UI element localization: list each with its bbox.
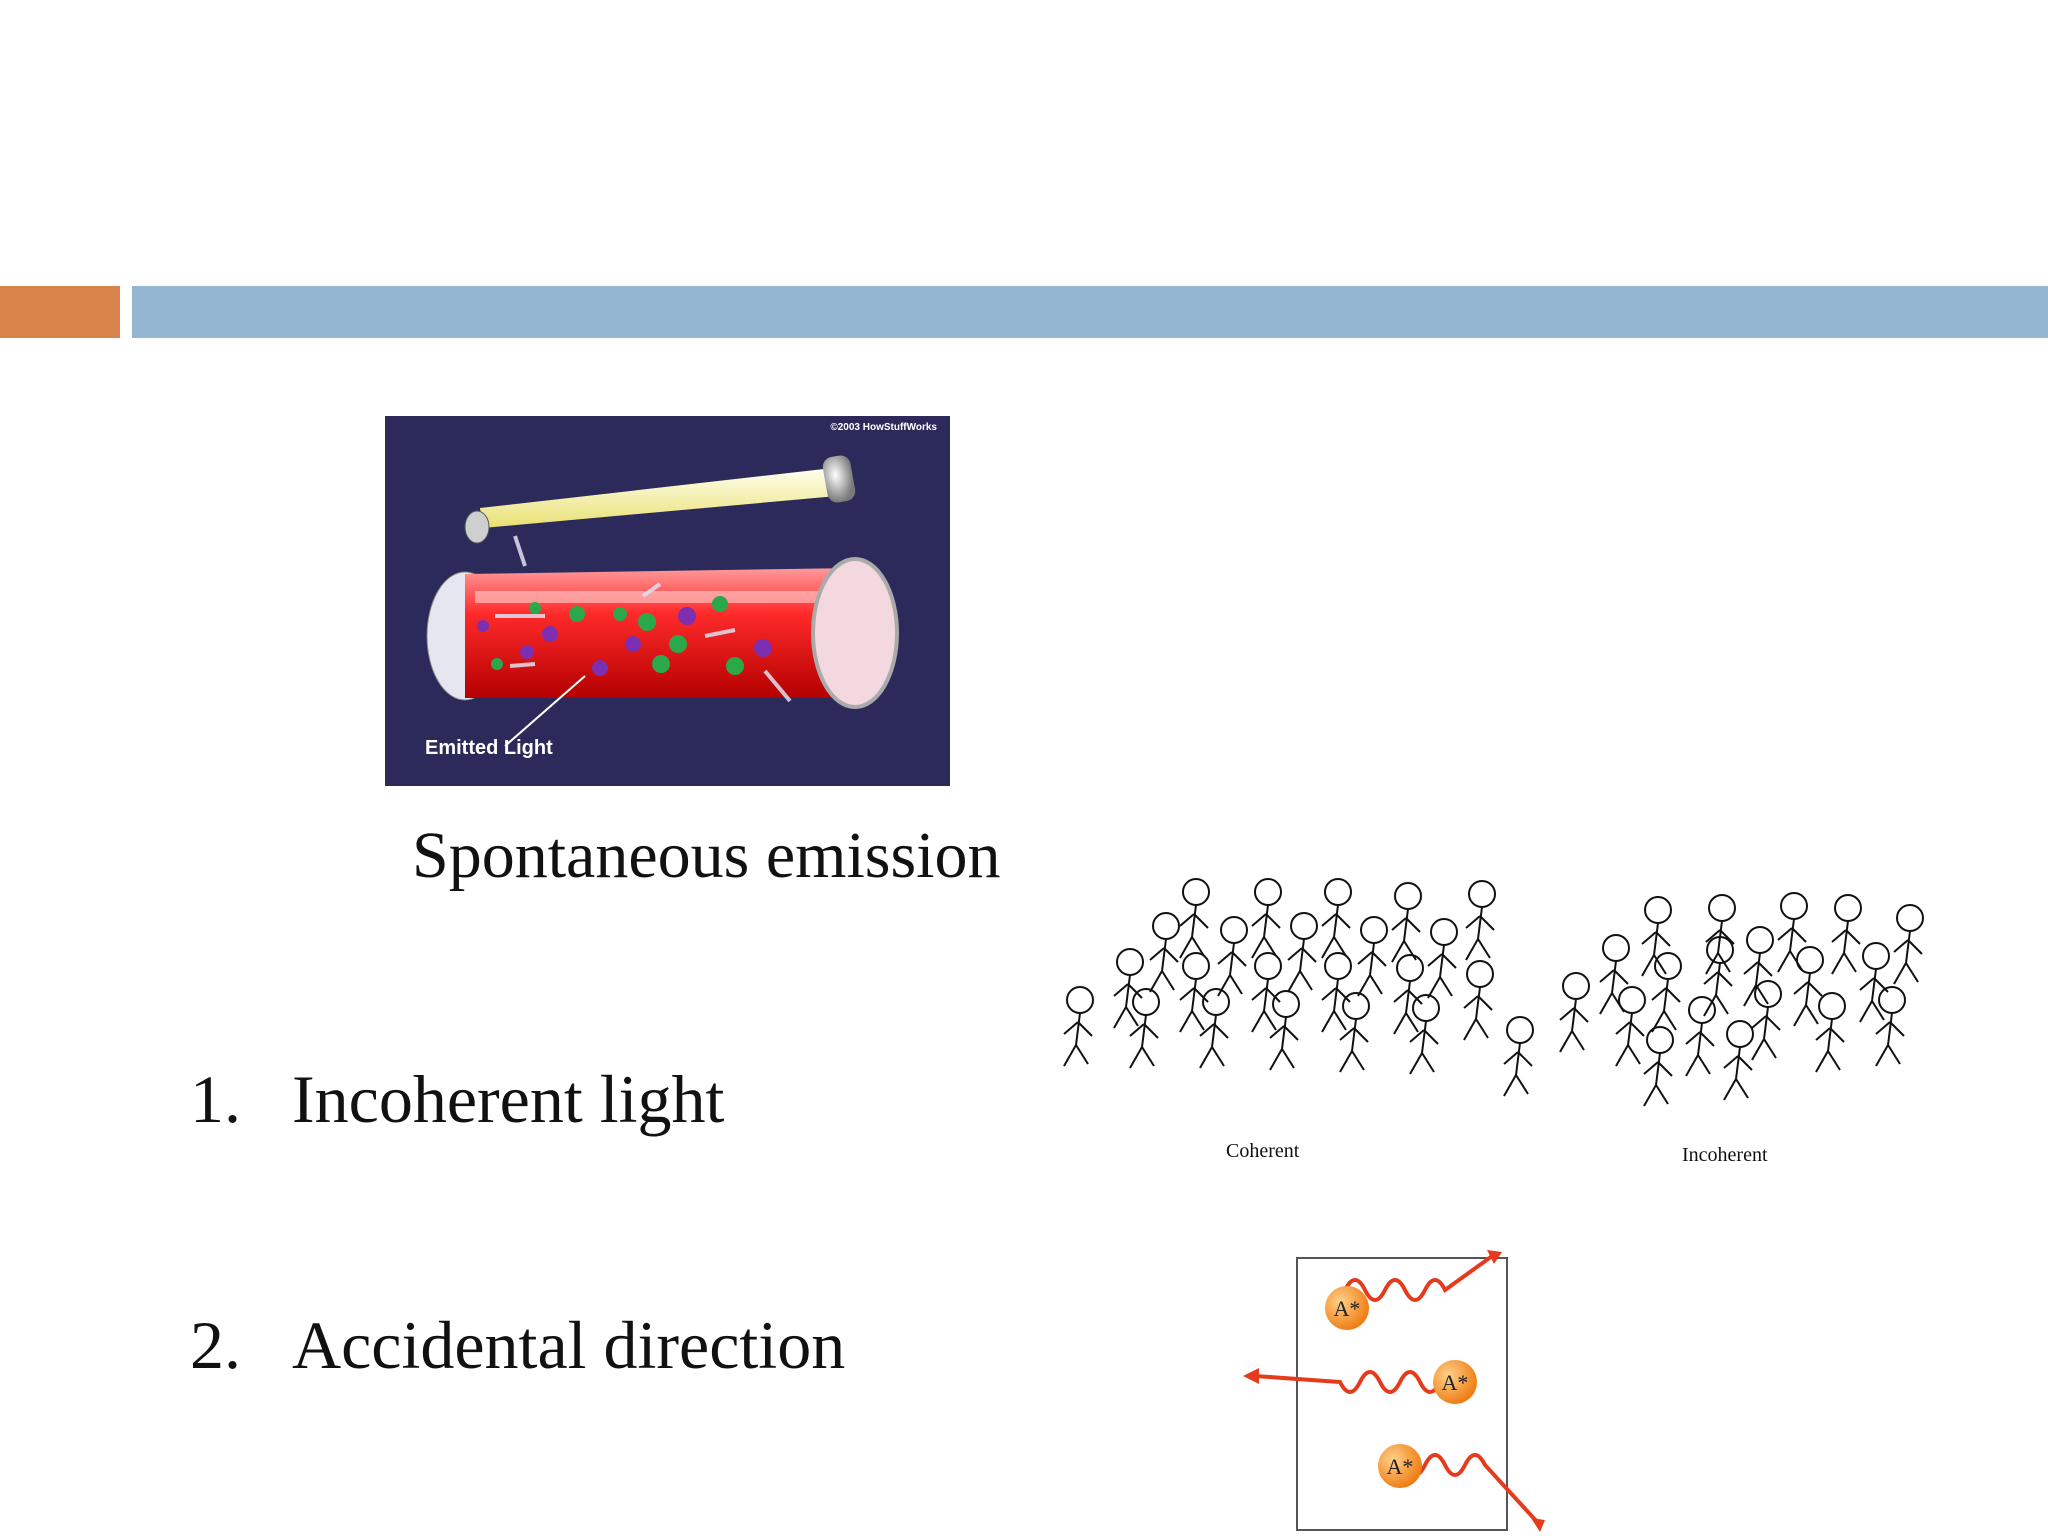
list-text: Incoherent light — [292, 1061, 725, 1137]
stick-figure — [1703, 936, 1734, 1017]
stick-figure — [1651, 952, 1682, 1033]
excited-atom: A* — [1433, 1360, 1477, 1404]
coherent-label: Coherent — [1226, 1140, 1300, 1162]
stick-figure — [1339, 992, 1370, 1073]
stick-figure — [1685, 996, 1716, 1077]
stick-figure — [1599, 934, 1630, 1015]
atoms-group — [477, 596, 772, 676]
stick-figure — [1777, 892, 1808, 973]
stick-figure — [1199, 988, 1230, 1069]
stick-figure — [1217, 916, 1248, 997]
figure-caption: Spontaneous emission — [412, 819, 1001, 892]
stick-figure — [1063, 986, 1094, 1067]
stick-figure — [1357, 916, 1388, 997]
stick-figure — [1393, 954, 1424, 1035]
list-number: 2. — [190, 1307, 241, 1383]
header-accent-blue — [132, 286, 2048, 338]
header-accent-orange — [0, 286, 120, 338]
excited-atom: A* — [1378, 1444, 1422, 1488]
stick-figure — [1503, 1016, 1534, 1097]
excited-atom: A* — [1325, 1286, 1369, 1330]
stick-figure — [1559, 972, 1590, 1053]
list-item: 2. Accidental direction — [190, 1306, 845, 1385]
stick-figure — [1615, 986, 1646, 1067]
list-number: 1. — [190, 1061, 241, 1137]
stick-figure — [1793, 946, 1824, 1027]
stick-figure — [1391, 882, 1422, 963]
list-item: 1. Incoherent light — [190, 1060, 724, 1139]
stick-figure — [1179, 952, 1210, 1033]
copyright-text: ©2003 HowStuffWorks — [830, 422, 937, 433]
stick-figure — [1859, 942, 1890, 1023]
stick-figure — [1287, 912, 1318, 993]
stick-figure — [1251, 952, 1282, 1033]
stick-figure — [1427, 918, 1458, 999]
stick-figure — [1893, 904, 1924, 985]
stick-figure — [1129, 988, 1160, 1069]
stick-figure — [1321, 878, 1352, 959]
stick-figure — [1815, 992, 1846, 1073]
emitted-light-label: Emitted Light — [425, 737, 553, 759]
stick-figure — [1465, 880, 1496, 961]
coherent-incoherent-crowd-illustration — [1063, 878, 1924, 1107]
stick-figure — [1409, 994, 1440, 1075]
stick-figure — [1875, 986, 1906, 1067]
stick-figure — [1723, 1020, 1754, 1101]
stick-figure — [1149, 912, 1180, 993]
stick-figure — [1269, 990, 1300, 1071]
stick-figure — [1751, 980, 1782, 1061]
stick-figure — [1743, 926, 1774, 1007]
atom-label: A* — [1442, 1370, 1469, 1395]
atom-label: A* — [1334, 1296, 1361, 1321]
spontaneous-emission-diagram: A* A* A* — [1243, 1250, 1545, 1532]
stick-figure — [1251, 878, 1282, 959]
stick-figure — [1831, 894, 1862, 975]
list-text: Accidental direction — [292, 1307, 846, 1383]
stick-figure — [1643, 1026, 1674, 1107]
stick-figure — [1113, 948, 1144, 1029]
stick-figure — [1641, 896, 1672, 977]
stick-figure — [1179, 878, 1210, 959]
stick-figure — [1321, 952, 1352, 1033]
incoherent-label: Incoherent — [1682, 1144, 1768, 1166]
atom-label: A* — [1387, 1454, 1414, 1479]
stick-figure — [1463, 960, 1494, 1041]
laser-tube-illustration: ©2003 HowStuffWorks Emitted Light — [385, 416, 950, 786]
